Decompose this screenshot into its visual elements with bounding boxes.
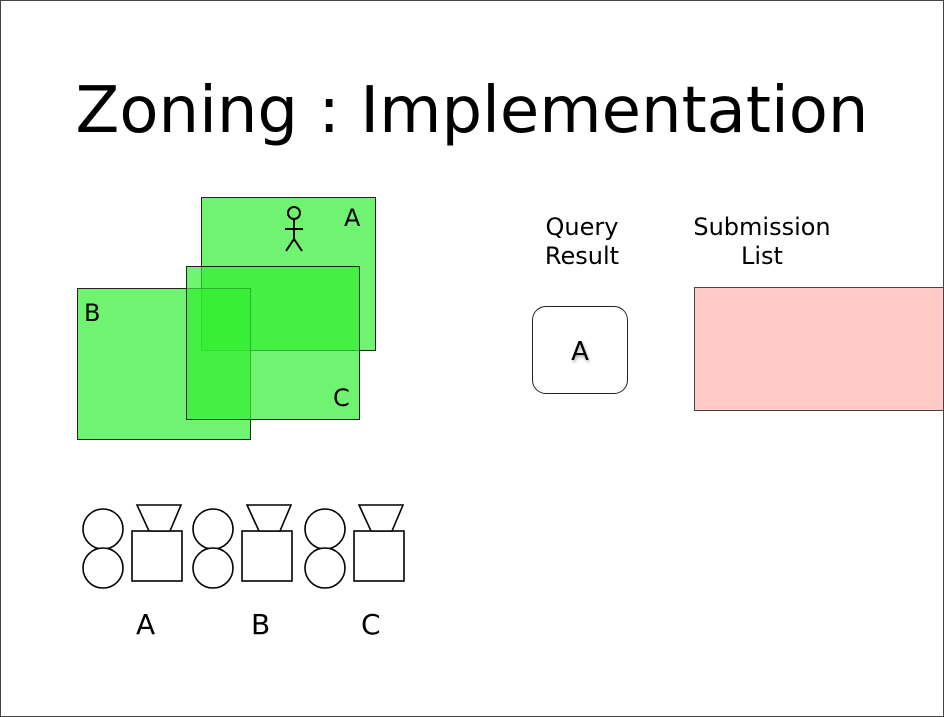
submission-list-label-line1: Submission [693,213,831,241]
zone-c-label: C [333,384,350,412]
query-result-label-line2: Result [544,241,620,270]
slide-title: Zoning : Implementation [75,74,869,148]
submission-list-label: Submission List [667,213,857,271]
camera-label-a: A [136,608,156,641]
query-result-box: A [532,306,628,394]
query-result-label: Query Result [527,213,637,271]
camera-label-c: C [361,608,381,641]
camera-label-b: B [251,608,271,641]
submission-list-label-line2: List [741,241,783,270]
camera-icon [192,504,293,589]
camera-icon [82,504,183,589]
person-icon [285,206,303,252]
submission-list-box [694,287,943,411]
zone-b-label: B [84,299,101,327]
zone-c [186,266,360,420]
query-result-value: A [571,337,589,367]
query-result-label-line1: Query [545,213,619,241]
zone-a-label: A [344,204,361,232]
camera-icon [304,504,405,589]
